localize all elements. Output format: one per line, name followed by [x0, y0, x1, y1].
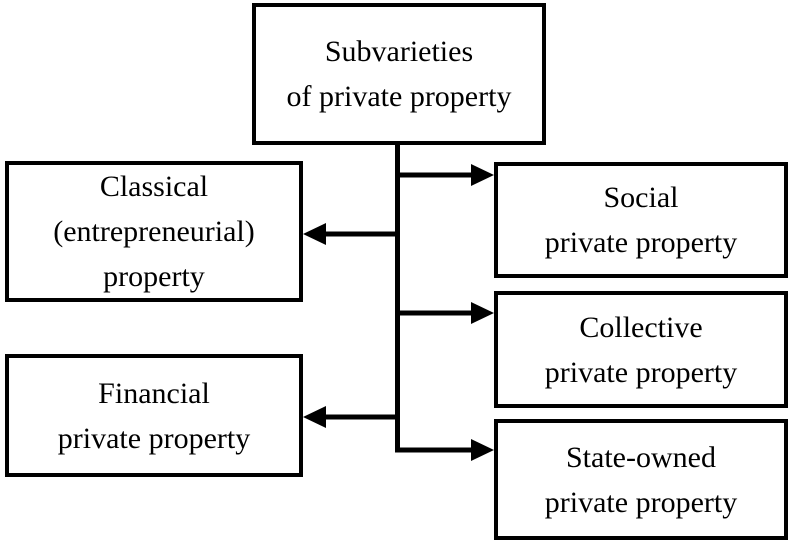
arrowhead-classical	[303, 223, 326, 245]
node-state-owned-private-property: State-owned private property	[494, 419, 788, 540]
arrowhead-state-owned	[471, 439, 494, 461]
node-subvarieties-root: Subvarieties of private property	[252, 3, 546, 145]
arrowhead-social	[471, 164, 494, 186]
arrowhead-financial	[303, 406, 326, 428]
node-classical-property: Classical (entrepreneurial) property	[5, 161, 303, 302]
arrowhead-collective	[471, 302, 494, 324]
node-collective-private-property: Collective private property	[494, 291, 788, 408]
node-social-private-property: Social private property	[494, 162, 788, 278]
node-financial-private-property: Financial private property	[5, 354, 303, 477]
